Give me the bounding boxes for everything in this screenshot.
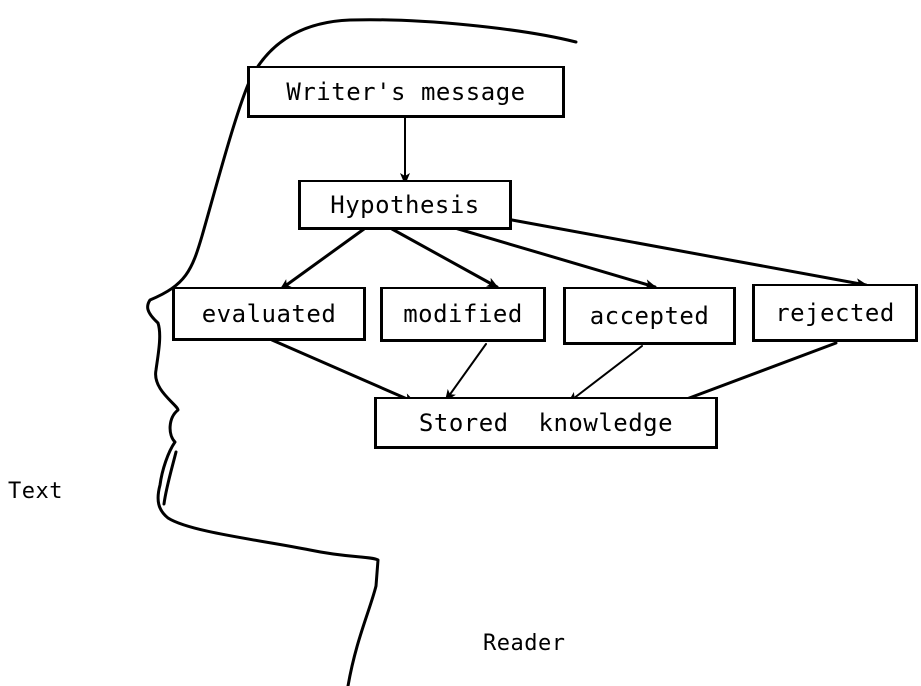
arrow-hypothesis-to-accepted xyxy=(453,226,657,289)
arrow-hypothesis-to-modified xyxy=(390,227,499,289)
stored-knowledge-node: Stored knowledge xyxy=(374,397,718,449)
arrow-hypothesis-to-rejected xyxy=(510,218,868,289)
reader-label: Reader xyxy=(483,631,566,656)
arrow-accepted-to-stored xyxy=(567,345,643,404)
accepted-node: accepted xyxy=(563,287,736,345)
rejected-node: rejected xyxy=(752,284,918,342)
hypothesis-node: Hypothesis xyxy=(298,180,512,230)
arrow-rejected-to-stored xyxy=(666,341,838,408)
evaluated-node: evaluated xyxy=(172,287,366,341)
writer-message-node: Writer's message xyxy=(247,66,565,118)
chin-stroke xyxy=(162,450,178,506)
head-outline xyxy=(146,18,578,686)
arrow-evaluated-to-stored xyxy=(270,338,416,404)
modified-node: modified xyxy=(380,287,546,342)
text-label: Text xyxy=(8,479,63,504)
arrow-hypothesis-to-evaluated xyxy=(279,227,366,291)
arrow-modified-to-stored xyxy=(444,343,487,402)
